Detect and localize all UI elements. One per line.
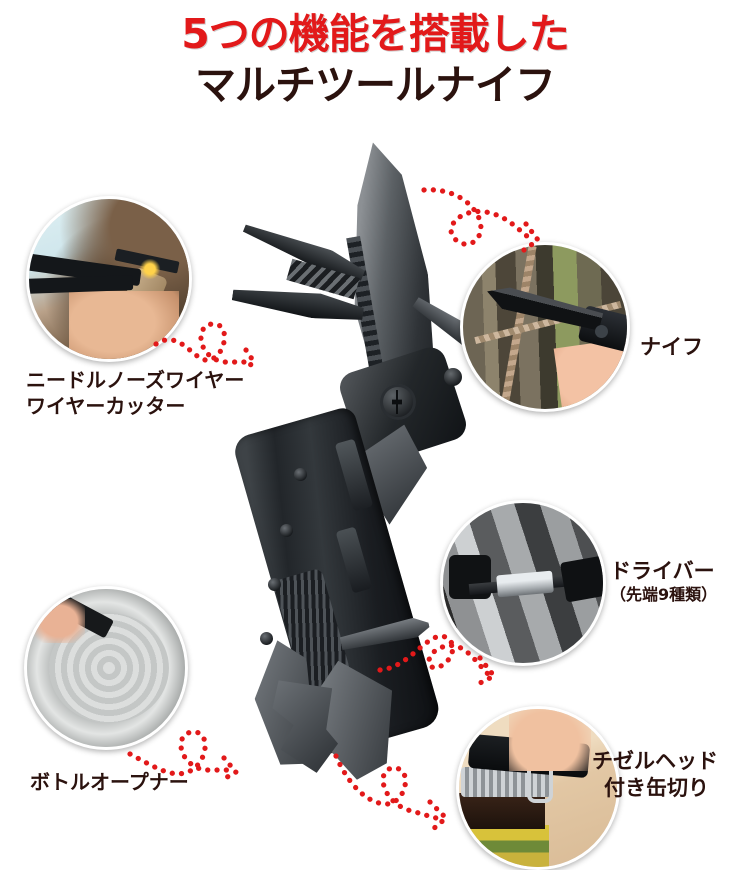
- feature-label-knife-line1: ナイフ: [640, 335, 703, 359]
- photo-tool-body: [559, 555, 603, 603]
- photo-background: [29, 199, 189, 359]
- page-headline: 5つの機能を搭載した マルチツールナイフ: [0, 0, 750, 110]
- photo-hand: [69, 291, 179, 359]
- product-image-multitool: [232, 140, 532, 770]
- feature-label-can-opener: チゼルヘッド 付き缶切り: [592, 748, 718, 802]
- feature-label-can-opener-line1: チゼルヘッド: [592, 749, 718, 773]
- feature-label-bottle-opener: ボトルオープナー: [30, 770, 189, 796]
- product-pivot-screw: [380, 384, 416, 420]
- feature-photo-driver: [440, 500, 606, 666]
- feature-label-can-opener-line2: 付き缶切り: [604, 775, 709, 800]
- photo-finger: [509, 709, 591, 771]
- photo-knife-pivot: [595, 325, 608, 338]
- product-handle-rivet: [260, 632, 273, 645]
- photo-screwdriver-grip: [496, 570, 554, 598]
- photo-thumb: [33, 599, 85, 643]
- dotted-arrow-pliers-icon: [153, 321, 258, 373]
- product-handle-rivet: [294, 468, 307, 481]
- dotted-arrow-knife-icon: [421, 187, 542, 253]
- headline-line-1: 5つの機能を搭載した: [181, 10, 570, 58]
- headline-line-2: マルチツールナイフ: [195, 61, 556, 110]
- feature-label-driver-line1: ドライバー: [610, 559, 715, 583]
- feature-label-driver: ドライバー （先端9種類）: [610, 558, 717, 605]
- feature-label-pliers-line1: ニードルノーズワイヤー: [26, 368, 245, 392]
- photo-wire-highlight: [139, 259, 161, 279]
- photo-background: [463, 245, 627, 409]
- feature-photo-pliers: [26, 196, 192, 362]
- product-secondary-screw: [444, 368, 462, 386]
- photo-bottle-body: [459, 825, 549, 867]
- photo-background: [443, 503, 603, 663]
- feature-photo-knife: [460, 242, 630, 412]
- dotted-arrow-can-icon: [333, 753, 450, 833]
- photo-background: [27, 589, 185, 747]
- photo-background: [459, 709, 617, 867]
- product-handle-rivet: [280, 524, 293, 537]
- feature-photo-can: [24, 586, 188, 750]
- feature-label-bottle-opener-line1: ボトルオープナー: [30, 770, 189, 794]
- feature-label-driver-line2: （先端9種類）: [610, 584, 718, 604]
- product-handle-rivet: [268, 578, 281, 591]
- dotted-arrow-driver-icon: [377, 633, 498, 687]
- feature-label-knife: ナイフ: [640, 334, 703, 361]
- feature-photo-bottle: [456, 706, 620, 870]
- feature-label-pliers-line2: ワイヤーカッター: [26, 393, 186, 418]
- dotted-arrow-bottle-icon: [127, 729, 241, 783]
- feature-label-pliers: ニードルノーズワイヤー ワイヤーカッター: [26, 368, 244, 419]
- photo-opener-hook: [527, 761, 553, 803]
